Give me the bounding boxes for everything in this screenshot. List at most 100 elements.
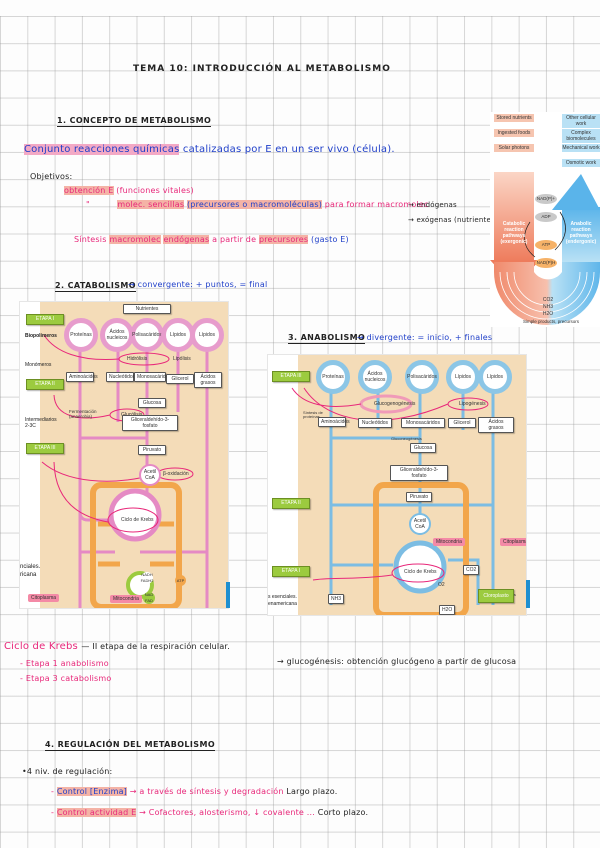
arrow-exogenas: → exógenas (nutrientes) xyxy=(408,216,498,224)
g3p-box: Gliceraldehído-3-fosfato xyxy=(390,465,448,481)
anabolic-arrowhead xyxy=(552,174,600,210)
stage-1-badge: ETAPA I xyxy=(26,314,64,325)
definition-rest: catalizadas por E en un ser vivo (célula… xyxy=(182,144,395,155)
u-base xyxy=(494,262,600,325)
polymer-nucleic-acids: Ácidos nucleicos xyxy=(358,360,392,394)
o2-label: O2 xyxy=(438,582,445,588)
u-arrow-shape xyxy=(490,172,600,325)
stored-nutrients-box: Stored nutrients xyxy=(494,114,534,122)
g3p-box: Gliceraldehído-3-fosfato xyxy=(122,415,178,431)
krebs-note-label: Ciclo de Krebs xyxy=(4,641,78,652)
glycogenogenesis-label: Glucogenogénesis xyxy=(374,401,416,407)
lipolysis-label: Lipólisis xyxy=(173,356,191,362)
fermentation-label: Fermentación (anaerobia) xyxy=(69,409,97,419)
objective-1-rest: (funciones vitales) xyxy=(116,186,194,195)
anabolism-figure: ETAPA III ETAPA II ETAPA I Proteínas Áci… xyxy=(268,355,526,615)
objective-3-highlight-2: endógenas xyxy=(163,235,210,244)
krebs-note-item-2: - Etapa 3 catabolismo xyxy=(20,674,112,683)
nadph: NAD(P)H xyxy=(535,258,557,268)
monomer-glycerol: Glicerol xyxy=(166,374,194,384)
nutrients-box: Nutrientes xyxy=(123,304,171,314)
nh3-box: NH3 xyxy=(328,594,344,604)
product-co2: CO2 xyxy=(542,297,554,303)
section-3-heading: 3. ANABOLISMO xyxy=(288,333,366,344)
solar-photons-box: Solar photons xyxy=(494,144,534,152)
monomer-glycerol: Glicerol xyxy=(448,418,476,428)
pyruvate-box: Piruvato xyxy=(138,445,166,455)
objective-3-mid: a partir de xyxy=(212,235,257,244)
cytoplasm-label: Citoplasma xyxy=(28,594,60,602)
section-1-heading: 1. CONCEPTO DE METABOLISMO xyxy=(57,116,212,127)
objective-3-highlight-3: precursores xyxy=(258,235,309,244)
glucogenesis-note: → glucogénesis: obtención glucógeno a pa… xyxy=(277,657,517,666)
cutoff-text-2: ricana xyxy=(20,572,37,578)
h2o-box: H2O xyxy=(439,605,455,615)
stage-3-badge: ETAPA III xyxy=(272,371,310,382)
page-top-margin xyxy=(0,0,600,16)
catabolism-figure: Nutrientes ETAPA I ETAPA II ETAPA III Bi… xyxy=(20,302,228,608)
section-4-heading: 4. REGULACIÓN DEL METABOLISMO xyxy=(45,740,216,751)
regulation-item-1-text: → a través de síntesis y degradación xyxy=(129,787,284,796)
krebs-cycle-label: Ciclo de Krebs xyxy=(121,517,154,523)
polymer-lipids-2: Lípidos xyxy=(478,360,512,394)
regulation-item-1-term: Largo plazo. xyxy=(286,787,338,796)
regulation-item-2-term: Corto plazo. xyxy=(317,808,369,817)
objective-3-energy-cost: (gasto E) xyxy=(311,235,349,244)
page-title: TEMA 10: INTRODUCCIÓN AL METABOLISMO xyxy=(133,64,391,74)
polymer-proteins: Proteínas xyxy=(316,360,350,394)
polymer-lipids-2: Lípidos xyxy=(190,318,224,352)
mitochondria-outline xyxy=(90,482,182,608)
monomer-nucleotides: Nucleótidos xyxy=(106,372,135,382)
monomer-nucleotides: Nucleótidos xyxy=(358,418,392,428)
monomer-amino-acids: Aminoácidos xyxy=(66,372,98,382)
objective-2-parenthetical: (precursores o macromoléculas) xyxy=(186,200,323,209)
polymer-lipids-1: Lípidos xyxy=(161,318,195,352)
objective-3-text: Síntesis xyxy=(74,235,107,244)
polymer-nucleic-acids: Ácidos nucleicos xyxy=(100,318,134,352)
cutoff-text-1: nciales. xyxy=(20,564,41,570)
anabolic-bar xyxy=(562,207,600,262)
protein-synthesis-label: Síntesis de proteínas xyxy=(303,410,323,419)
regulation-item-2-text: → Cofactores, alosterismo, ↓ covalente .… xyxy=(139,808,316,817)
anabolism-note: → divergente: = inicio, + finales xyxy=(357,333,493,342)
atp-node: ATP xyxy=(175,575,186,586)
monomer-monosaccharides: Monosacáridos xyxy=(134,372,171,382)
polymer-polysaccharides: Polisacáridos xyxy=(130,318,164,352)
krebs-cycle-ring xyxy=(393,540,447,594)
objective-2: " molec. sencillas (precursores o macrom… xyxy=(86,200,429,209)
definition-line: Conjunto reacciones químicas catalizadas… xyxy=(24,144,395,155)
objective-1: obtención E (funciones vitales) xyxy=(64,186,194,195)
page-edge-marker xyxy=(226,582,230,608)
krebs-cycle-ring xyxy=(108,488,162,542)
glucose-box: Glucosa xyxy=(138,398,166,408)
krebs-note-title: Ciclo de Krebs — II etapa de la respirac… xyxy=(4,641,230,652)
product-h2o: H2O xyxy=(542,311,554,317)
monomers-label: Monómeros xyxy=(25,362,52,368)
catabolism-note: → convergente: + puntos, = final xyxy=(128,280,268,289)
definition-highlight: Conjunto reacciones químicas xyxy=(24,144,180,155)
atp: ATP xyxy=(535,240,557,250)
cytoplasm-label: Citoplasma xyxy=(500,538,526,546)
nadh-fadh2: NADH FADH2 xyxy=(140,572,154,584)
osmotic-work-box: Osmotic work xyxy=(562,159,600,167)
monomer-fatty-acids: Ácidos grasos xyxy=(194,372,222,388)
nad-fad: NAD FAD xyxy=(143,592,155,604)
mitochondria-label: Mitocondria xyxy=(110,595,142,603)
stage-2-badge: ETAPA II xyxy=(26,379,64,390)
complex-biomolecules-box: Complex biomolecules xyxy=(562,129,600,143)
monomer-amino-acids: Aminoácidos xyxy=(318,417,350,427)
glucose-box: Glucosa xyxy=(410,443,436,453)
objective-3-highlight-1: macromolec xyxy=(109,235,161,244)
catabolic-pathway-label: Catabolic reaction pathways (exergonic) xyxy=(500,221,528,245)
acetyl-coa: Acetil CoA xyxy=(139,464,161,486)
gluconeogenesis-label: Gluconeogénesis xyxy=(391,436,422,441)
page-edge-marker xyxy=(526,580,530,608)
regulation-item-1: - Control [Enzima] → a través de síntesi… xyxy=(51,787,338,796)
objective-3: Síntesis macromolec endógenas a partir d… xyxy=(74,235,349,244)
stage-1-badge: ETAPA I xyxy=(272,566,310,577)
section-2-heading: 2. CATABOLISMO xyxy=(55,281,136,292)
ingested-foods-box: Ingested foods xyxy=(494,129,534,137)
regulation-item-1-highlight: Control [Enzima] xyxy=(56,787,127,796)
co2-box: CO2 xyxy=(463,565,479,575)
adp: ADP xyxy=(535,212,557,222)
